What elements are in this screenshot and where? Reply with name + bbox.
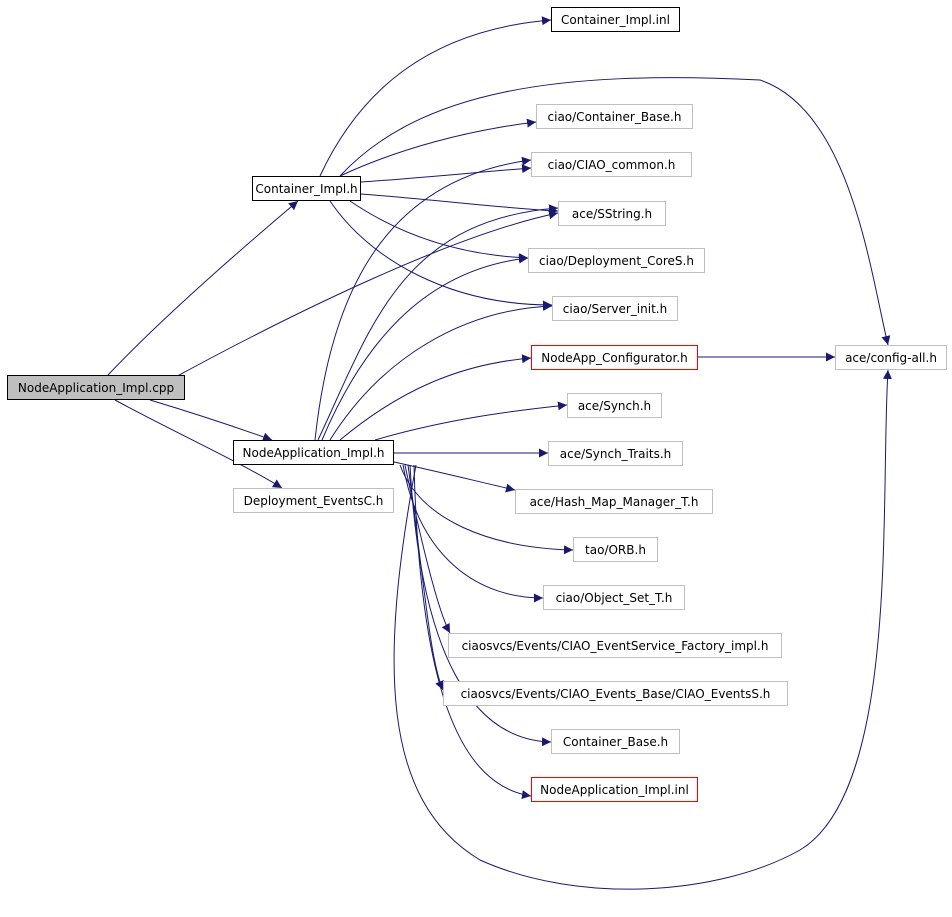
edge-root-to-deployment-eventsc: [114, 399, 283, 489]
edge-nodeapp-impl-h-to-deployment-cores: [321, 254, 529, 441]
nodeapplication-impl-h-node[interactable]: NodeApplication_Impl.h: [233, 440, 394, 465]
edge-root-to-container-impl-h: [107, 200, 299, 376]
ciao-deployment-cores-h-node[interactable]: ciao/Deployment_CoreS.h: [528, 248, 705, 273]
edge-nodeapp-impl-h-to-nodeapp-impl-inl: [413, 464, 532, 800]
root-file-node: NodeApplication_Impl.cpp: [7, 375, 185, 400]
edge-nodeapp-impl-h-to-config-all: [393, 369, 892, 890]
ace-sstring-h-node[interactable]: ace/SString.h: [558, 201, 666, 226]
ace-synch-h-node[interactable]: ace/Synch.h: [567, 393, 662, 418]
edge-container-impl-h-to-container-base-ciao: [339, 118, 537, 177]
container-impl-h-node[interactable]: Container_Impl.h: [252, 176, 361, 201]
eventservice-factory-impl-h-node[interactable]: ciaosvcs/Events/CIAO_EventService_Factor…: [448, 633, 782, 658]
edge-root-to-sstring: [169, 210, 559, 381]
container-base-h-node[interactable]: Container_Base.h: [551, 729, 680, 754]
nodeapp-configurator-h-node[interactable]: NodeApp_Configurator.h: [531, 345, 698, 370]
ciao-common-h-node[interactable]: ciao/CIAO_common.h: [531, 152, 692, 177]
edge-nodeapp-impl-h-to-nodeapp-configurator: [339, 354, 532, 441]
container-impl-inl-node[interactable]: Container_Impl.inl: [551, 7, 680, 32]
tao-orb-h-node[interactable]: tao/ORB.h: [573, 537, 658, 562]
nodeapplication-impl-inl-node[interactable]: NodeApplication_Impl.inl: [531, 777, 698, 802]
edge-nodeapp-impl-h-to-events-base: [407, 464, 444, 691]
edge-container-impl-h-to-deployment-cores: [349, 200, 529, 263]
ciao-server-init-h-node[interactable]: ciao/Server_init.h: [552, 296, 678, 321]
edge-nodeapp-impl-h-to-sstring: [317, 204, 559, 441]
ace-hash-map-manager-t-h-node[interactable]: ace/Hash_Map_Manager_T.h: [515, 489, 713, 514]
edge-container-impl-h-to-ciao-common: [360, 164, 532, 183]
edge-nodeapp-impl-h-to-container-base: [409, 464, 552, 747]
ciao-container-base-h-node[interactable]: ciao/Container_Base.h: [536, 104, 693, 129]
edge-nodeapp-impl-h-to-hash-map: [393, 461, 516, 493]
ace-synch-traits-h-node[interactable]: ace/Synch_Traits.h: [548, 441, 683, 466]
edge-container-impl-h-to-server-init: [329, 200, 553, 310]
deployment-eventsc-h-node[interactable]: Deployment_EventsC.h: [233, 488, 394, 513]
ciao-object-set-t-h-node[interactable]: ciao/Object_Set_T.h: [543, 585, 685, 610]
edge-nodeapp-impl-h-to-synch: [374, 401, 568, 441]
edge-nodeapp-impl-h-to-orb: [399, 464, 574, 555]
ace-config-all-h-node[interactable]: ace/config-all.h: [835, 345, 947, 370]
edge-nodeapp-impl-h-to-object-set: [402, 464, 544, 603]
edge-nodeapp-impl-h-to-ciao-common: [314, 156, 532, 441]
ciao-eventss-h-node[interactable]: ciaosvcs/Events/CIAO_Events_Base/CIAO_Ev…: [443, 681, 788, 706]
edge-container-impl-h-to-sstring: [360, 193, 559, 216]
edge-container-impl-h-to-container-impl-inl: [319, 16, 552, 177]
edge-nodeapp-impl-h-to-server-init: [329, 301, 553, 441]
edge-container-impl-h-to-config-all: [339, 77, 891, 346]
edge-root-to-nodeapp-impl-h: [149, 399, 273, 442]
